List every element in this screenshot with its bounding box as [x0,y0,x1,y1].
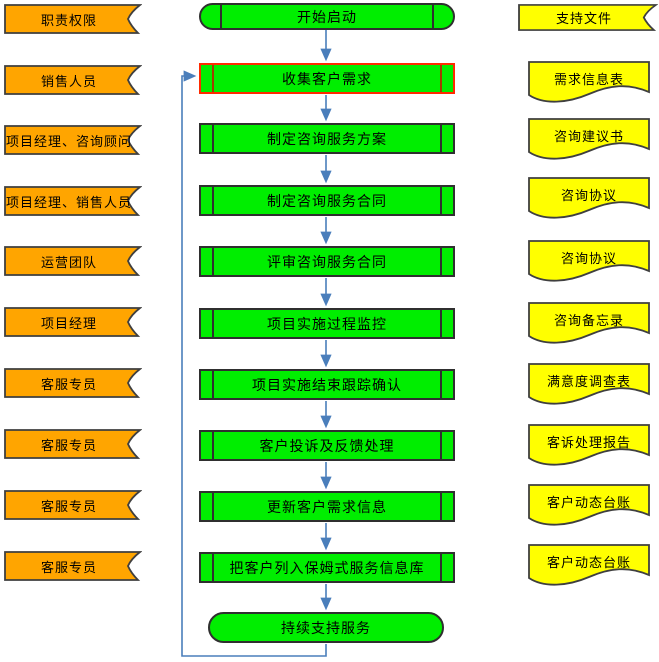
ribbon-shape-icon [4,368,142,398]
document-label: 咨询备忘录 [553,312,624,328]
role-banner[interactable]: 项目经理、销售人员 [4,186,142,216]
step-label: 评审咨询服务合同 [267,255,387,271]
ribbon-shape-icon [4,551,142,581]
role-label: 项目经理、咨询顾问 [5,133,132,149]
end-terminator[interactable]: 持续支持服务 [208,612,444,643]
role-banner[interactable]: 项目经理 [4,307,142,337]
ribbon-shape-icon [4,490,142,520]
role-label: 销售人员 [40,73,97,89]
process-step[interactable]: 更新客户需求信息 [199,491,455,522]
process-step[interactable]: 制定咨询服务合同 [199,185,455,216]
ribbon-shape-icon [4,307,142,337]
role-banner[interactable]: 客服专员 [4,429,142,459]
ribbon-shape-icon [4,125,142,155]
role-banner[interactable]: 运营团队 [4,246,142,276]
document-shape-icon [528,363,650,405]
role-banner[interactable]: 客服专员 [4,368,142,398]
role-label: 客服专员 [40,376,97,392]
document-shape-icon [528,544,650,586]
step-label: 制定咨询服务合同 [267,194,387,210]
document-shape[interactable]: 咨询协议 [528,177,650,221]
document-shape-icon [528,484,650,526]
document-shape-icon [528,302,650,344]
ribbon-shape-icon [4,186,142,216]
process-step[interactable]: 制定咨询服务方案 [199,123,455,154]
role-label: 项目经理、销售人员 [5,194,132,210]
role-label: 项目经理 [40,315,97,331]
document-shape-icon [528,240,650,282]
step-label: 持续支持服务 [281,621,371,637]
document-shape-icon [528,118,650,160]
document-shape[interactable]: 咨询建议书 [528,118,650,162]
document-shape-icon [528,424,650,466]
process-step-selected[interactable]: 收集客户需求 [199,63,455,94]
role-label: 客服专员 [40,437,97,453]
document-banner-header[interactable]: 支持文件 [518,4,658,31]
ribbon-shape-icon [518,4,658,31]
step-label: 制定咨询服务方案 [267,132,387,148]
step-label: 更新客户需求信息 [267,500,387,516]
step-label: 把客户列入保姆式服务信息库 [229,561,425,577]
role-banner[interactable]: 客服专员 [4,490,142,520]
step-label: 客户投诉及反馈处理 [259,439,395,455]
document-shape[interactable]: 咨询协议 [528,240,650,284]
document-label: 咨询协议 [560,250,617,266]
role-banner[interactable]: 销售人员 [4,65,142,95]
document-label: 客户动态台账 [546,494,631,510]
process-step[interactable]: 客户投诉及反馈处理 [199,430,455,461]
document-shape[interactable]: 满意度调查表 [528,363,650,407]
ribbon-shape-icon [4,246,142,276]
document-shape-icon [528,177,650,219]
process-step[interactable]: 把客户列入保姆式服务信息库 [199,552,455,583]
ribbon-shape-icon [4,65,142,95]
document-label: 咨询建议书 [553,128,624,144]
step-label: 项目实施结束跟踪确认 [252,378,402,394]
document-label: 支持文件 [555,11,612,26]
document-label: 客诉处理报告 [546,434,631,450]
role-banner[interactable]: 项目经理、咨询顾问 [4,125,142,155]
document-shape[interactable]: 需求信息表 [528,61,650,105]
process-step[interactable]: 项目实施结束跟踪确认 [199,369,455,400]
step-label: 项目实施过程监控 [267,317,387,333]
document-shape[interactable]: 客诉处理报告 [528,424,650,468]
role-label: 运营团队 [40,254,97,270]
process-step[interactable]: 项目实施过程监控 [199,308,455,339]
start-terminator[interactable]: 开始启动 [199,3,455,30]
step-label: 收集客户需求 [282,72,372,88]
ribbon-shape-icon [4,429,142,459]
document-shape[interactable]: 客户动态台账 [528,544,650,588]
document-shape-icon [528,61,650,103]
process-step[interactable]: 评审咨询服务合同 [199,246,455,277]
role-label: 客服专员 [40,498,97,514]
role-label: 职责权限 [40,12,97,28]
role-banner-header[interactable]: 职责权限 [4,4,142,34]
role-label: 客服专员 [40,559,97,575]
document-label: 客户动态台账 [546,554,631,570]
document-label: 需求信息表 [553,71,624,87]
document-shape[interactable]: 咨询备忘录 [528,302,650,346]
document-label: 满意度调查表 [546,373,631,389]
step-label: 开始启动 [297,10,357,26]
ribbon-shape-icon [4,4,142,34]
role-banner[interactable]: 客服专员 [4,551,142,581]
document-label: 咨询协议 [560,187,617,203]
document-shape[interactable]: 客户动态台账 [528,484,650,528]
